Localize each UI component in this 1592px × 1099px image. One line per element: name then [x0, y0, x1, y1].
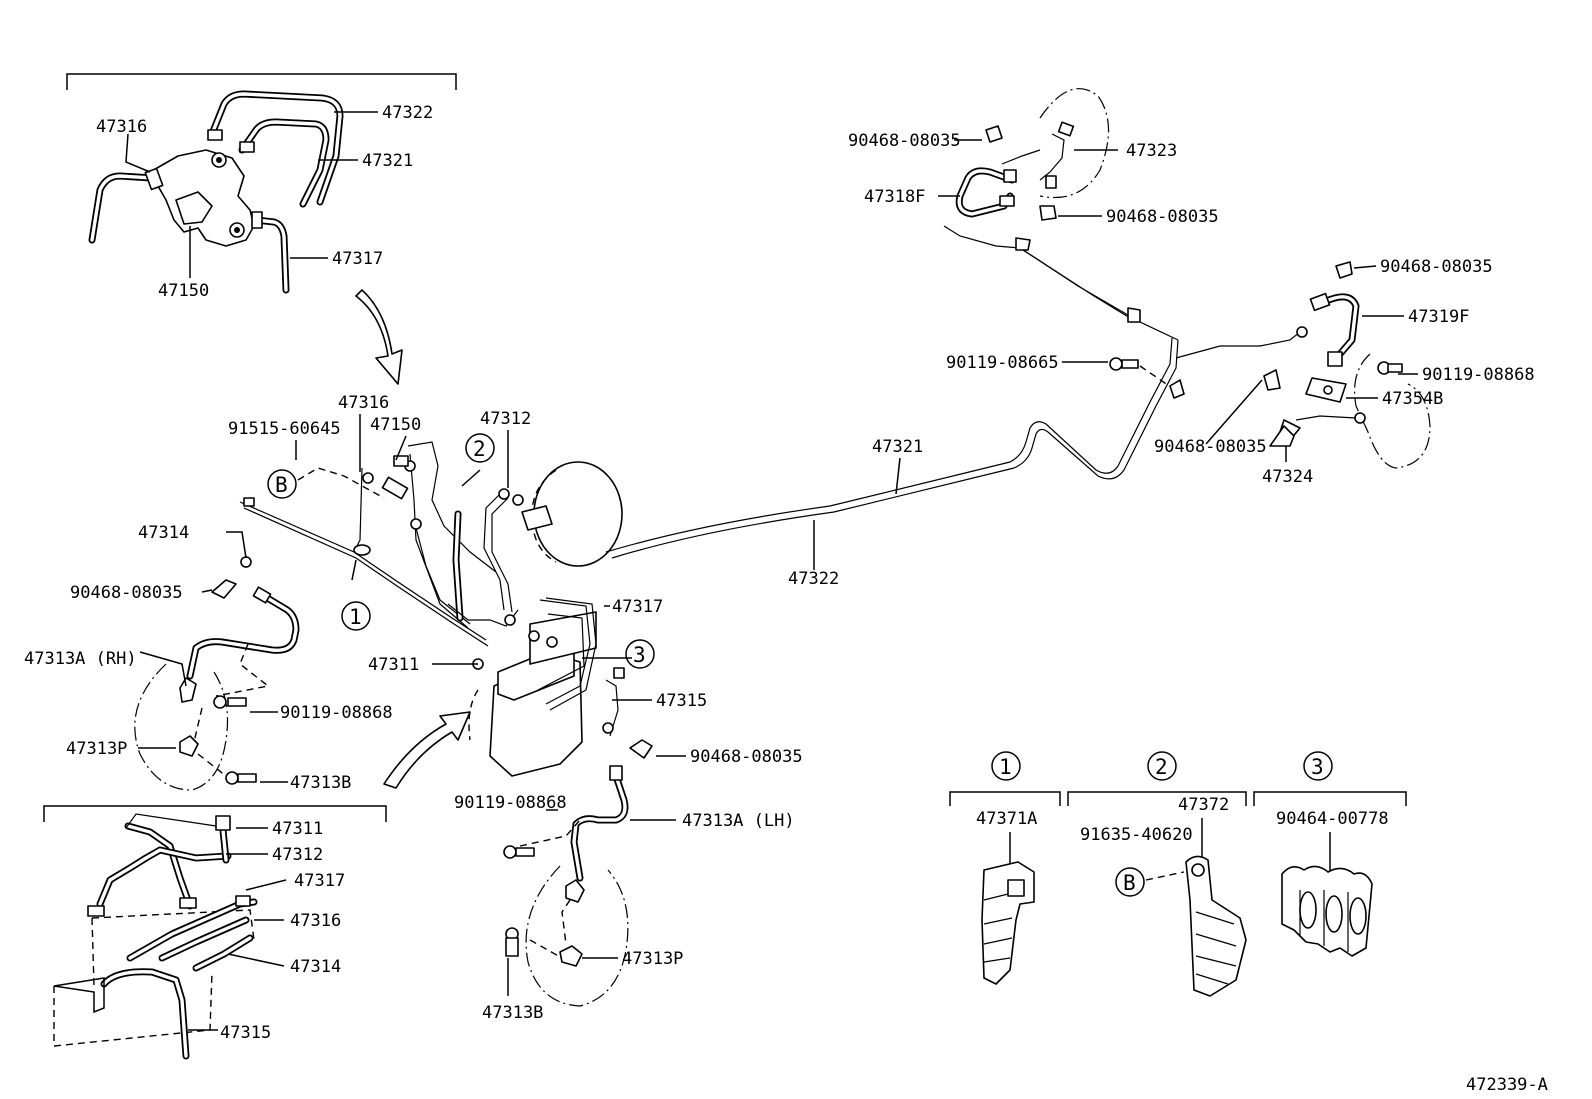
label-47313B-lh: 47313B	[482, 1003, 543, 1023]
flex-hose-rh	[179, 586, 300, 703]
clamp-2-marker-text: 2	[1155, 755, 1168, 779]
label-47319F: 47319F	[1408, 307, 1469, 327]
label-90119-08868-rh: 90119-08868	[280, 703, 393, 723]
label-47317-inset: 47317	[294, 871, 345, 891]
main-fittings	[240, 455, 625, 734]
label-47321-main: 47321	[872, 437, 923, 457]
brake-booster	[521, 461, 623, 567]
clamp-1-marker-text: 1	[999, 755, 1012, 779]
label-90468-08035-rt2: 90468-08035	[1106, 207, 1219, 227]
label-47322-main: 47322	[788, 569, 839, 589]
label-47317-top: 47317	[332, 249, 383, 269]
label-90468-08035-center: 90468-08035	[690, 747, 803, 767]
label-90119-08868-rr: 90119-08868	[1422, 365, 1535, 385]
label-47318F: 47318F	[864, 187, 925, 207]
clamp-panel-2: 2 47372 91635-40620 B	[1067, 751, 1247, 997]
marker-1-main-text: 1	[349, 605, 362, 629]
bottom-inset: 47311 47312 47317 47316 47314 47315	[43, 805, 387, 1060]
label-47316-inset: 47316	[290, 911, 341, 931]
rear-top-assembly: 90468-08035 47323 47318F 90468-08035	[848, 88, 1219, 323]
actuator-lines	[239, 441, 619, 737]
clip-90468-center	[629, 739, 653, 759]
label-90468-08035-rt1: 90468-08035	[848, 131, 961, 151]
label-47315-inset: 47315	[220, 1023, 271, 1043]
marker-2-main-text: 2	[473, 437, 486, 461]
pointer-arrow-up	[383, 711, 471, 789]
label-47317-main: 47317	[612, 597, 663, 617]
clamp-panel-3: 3 90464-00778	[1253, 751, 1407, 957]
label-90468-08035-rh: 90468-08035	[70, 583, 183, 603]
marker-3-main-text: 3	[633, 643, 646, 667]
clamp-panel-1: 1 47371A	[949, 751, 1061, 985]
label-47321-top: 47321	[362, 151, 413, 171]
abs-actuator	[468, 611, 597, 777]
label-47150-main: 47150	[370, 415, 421, 435]
main-assembly: 47316 91515-60645 47150 47312 47314 9046…	[24, 247, 1179, 793]
label-90119-08868-lh: 90119-08868	[454, 793, 567, 813]
clamp-1-position	[353, 544, 371, 556]
label-47316-main: 47316	[338, 393, 389, 413]
proportioning-valve-47150	[144, 129, 263, 247]
label-47311-inset: 47311	[272, 819, 323, 839]
label-47324: 47324	[1262, 467, 1313, 487]
label-47312-main: 47312	[480, 409, 531, 429]
label-47313A-RH: 47313A (RH)	[24, 649, 137, 669]
label-47312-inset: 47312	[272, 845, 323, 865]
label-47354B: 47354B	[1382, 389, 1443, 409]
label-47322-top: 47322	[382, 103, 433, 123]
top-inset: 47316 47322 47321 47317 47150	[66, 73, 457, 301]
label-47313P-lh: 47313P	[622, 949, 683, 969]
clamp-2-b-marker	[1115, 867, 1145, 897]
pointer-arrow-down	[355, 289, 403, 385]
label-47313P-rh: 47313P	[66, 739, 127, 759]
label-47313B-rh: 47313B	[290, 773, 351, 793]
label-47150-top: 47150	[158, 281, 209, 301]
label-90468-08035-rr1: 90468-08035	[1380, 257, 1493, 277]
label-90119-08665: 90119-08665	[946, 353, 1059, 373]
clip-90468-rh	[211, 579, 237, 599]
label-47323: 47323	[1126, 141, 1177, 161]
label-90468-08035-rr2: 90468-08035	[1154, 437, 1267, 457]
label-47371A: 47371A	[976, 809, 1037, 829]
inset-tubes	[88, 90, 344, 294]
marker-2-main	[465, 433, 495, 463]
label-91635-40620: 91635-40620	[1080, 825, 1193, 845]
label-47314-main: 47314	[138, 523, 189, 543]
marker-1-main	[341, 601, 371, 631]
label-47316-top: 47316	[96, 117, 147, 137]
label-91515-60645: 91515-60645	[228, 419, 341, 439]
clamp-3-marker-text: 3	[1311, 755, 1324, 779]
marker-b-main	[267, 469, 297, 499]
rear-right-assembly: 90468-08035 47319F 90119-08665 90119-088…	[946, 257, 1535, 487]
bolts-rh	[179, 695, 257, 785]
marker-3-main	[625, 639, 655, 669]
lh-assembly: 90119-08868 47313A (LH) 47313P 47313B	[454, 765, 795, 1023]
label-47313A-LH: 47313A (LH)	[682, 811, 795, 831]
marker-b-main-text: B	[275, 473, 288, 497]
label-47372: 47372	[1178, 795, 1229, 815]
label-47311-main: 47311	[368, 655, 419, 675]
label-47315-main: 47315	[656, 691, 707, 711]
clamp-2-b-marker-text: B	[1123, 871, 1136, 895]
label-90464-00778: 90464-00778	[1276, 809, 1389, 829]
label-47314-inset: 47314	[290, 957, 341, 977]
drawing-reference: 472339-A	[1466, 1075, 1548, 1095]
